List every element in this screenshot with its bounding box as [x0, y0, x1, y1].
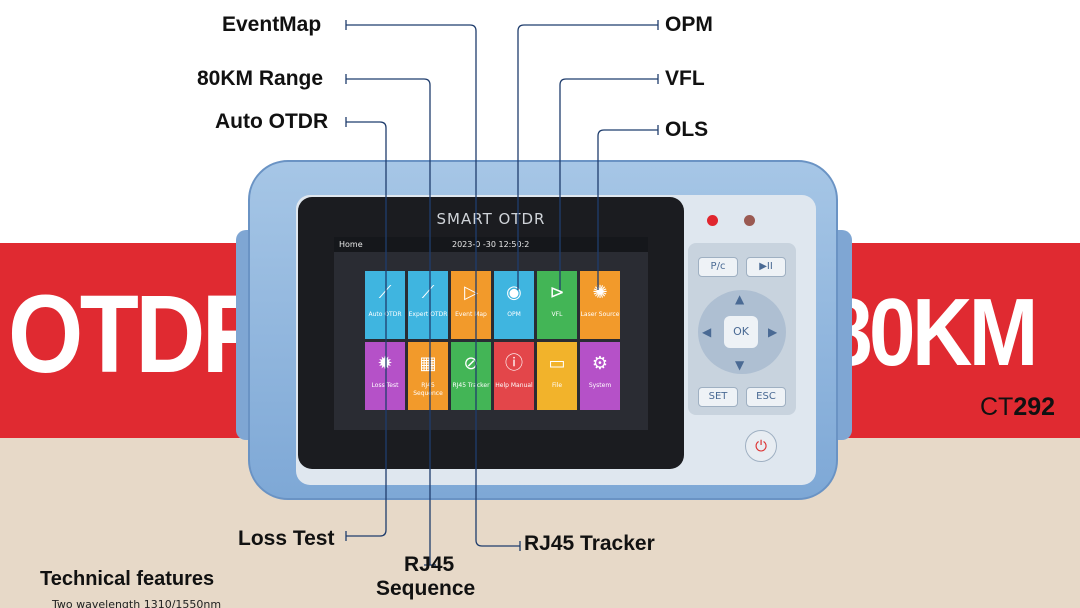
app-tile-label: System	[588, 382, 612, 389]
banner-right-text: 80KM	[826, 279, 1038, 386]
down-arrow-icon[interactable]: ▼	[735, 358, 745, 372]
otdr-wave-icon: ⟋	[378, 282, 392, 303]
callout-vfl: VFL	[665, 67, 705, 90]
app-tile-label: RJ45 Tracker	[452, 382, 490, 389]
power-button[interactable]: ⏻	[745, 430, 777, 462]
right-arrow-icon[interactable]: ▶	[768, 325, 778, 339]
callout-eventmap: EventMap	[222, 13, 322, 36]
datetime-label: 2023-0 -30 12:50:2	[452, 240, 530, 249]
app-tile[interactable]: ▭ File	[537, 342, 577, 410]
app-tile[interactable]: ▦ RJ45 Sequence	[408, 342, 448, 410]
app-tile-label: Laser Source	[580, 311, 620, 318]
esc-button[interactable]: ESC	[746, 387, 786, 407]
event-map-icon: ▷	[464, 282, 478, 303]
help-icon: ⓘ	[505, 353, 523, 374]
app-tile[interactable]: ⟋ Auto OTDR	[365, 271, 405, 339]
status-led	[744, 215, 755, 226]
app-tile-label: VFL	[551, 311, 563, 318]
app-tile[interactable]: ✹ Loss Test	[365, 342, 405, 410]
callout-rj45-sequence-line2: Sequence	[376, 577, 476, 600]
play-pause-button[interactable]: ▶II	[746, 257, 786, 277]
banner-left-text: OTDR	[8, 273, 272, 396]
up-arrow-icon[interactable]: ▲	[735, 292, 745, 306]
home-label: Home	[339, 240, 363, 249]
laser-icon: ✺	[592, 282, 608, 303]
set-button[interactable]: SET	[698, 387, 738, 407]
app-tile[interactable]: ▷ Event Map	[451, 271, 491, 339]
app-tile-label: Expert OTDR	[408, 311, 448, 318]
rj45-sequence-icon: ▦	[419, 353, 437, 374]
callout-rj45-sequence-line1: RJ45	[404, 553, 455, 576]
callout-rj45-tracker: RJ45 Tracker	[524, 532, 655, 555]
app-tile-label: OPM	[507, 311, 521, 318]
charge-led	[707, 215, 718, 226]
folder-icon: ▭	[548, 353, 566, 374]
app-tile[interactable]: ⚙ System	[580, 342, 620, 410]
app-tile-label: RJ45 Sequence	[413, 382, 443, 397]
app-tile[interactable]: ⊘ RJ45 Tracker	[451, 342, 491, 410]
status-bar: Home 2023-0 -30 12:50:2	[334, 237, 648, 252]
ok-button[interactable]: OK	[724, 316, 758, 348]
left-arrow-icon[interactable]: ◀	[702, 325, 712, 339]
app-tile-label: Event Map	[455, 311, 487, 318]
vfl-icon: ⊳	[549, 282, 565, 303]
mode-button[interactable]: P/c	[698, 257, 738, 277]
model-number: CT292	[980, 393, 1056, 421]
app-tile-label: Loss Test	[371, 382, 399, 389]
callout-80km-range: 80KM Range	[197, 67, 324, 90]
feature-item: Two wavelength 1310/1550nm	[52, 598, 222, 608]
callout-ols: OLS	[665, 118, 709, 141]
app-tile[interactable]: ⊳ VFL	[537, 271, 577, 339]
callout-opm: OPM	[665, 13, 713, 36]
features-title: Technical features	[40, 568, 215, 590]
app-tile[interactable]: ⟋ Expert OTDR	[408, 271, 448, 339]
expert-wave-icon: ⟋	[421, 282, 435, 303]
rj45-tracker-icon: ⊘	[463, 353, 479, 374]
app-tile-label: File	[551, 382, 563, 389]
callout-loss-test: Loss Test	[238, 527, 335, 550]
callout-auto-otdr: Auto OTDR	[215, 110, 329, 133]
app-tile-label: Auto OTDR	[368, 311, 402, 318]
gear-icon: ⚙	[591, 353, 609, 374]
loss-test-icon: ✹	[377, 353, 393, 374]
app-tile[interactable]: ✺ Laser Source	[580, 271, 620, 339]
app-tile-label: Help Manual	[495, 382, 533, 389]
